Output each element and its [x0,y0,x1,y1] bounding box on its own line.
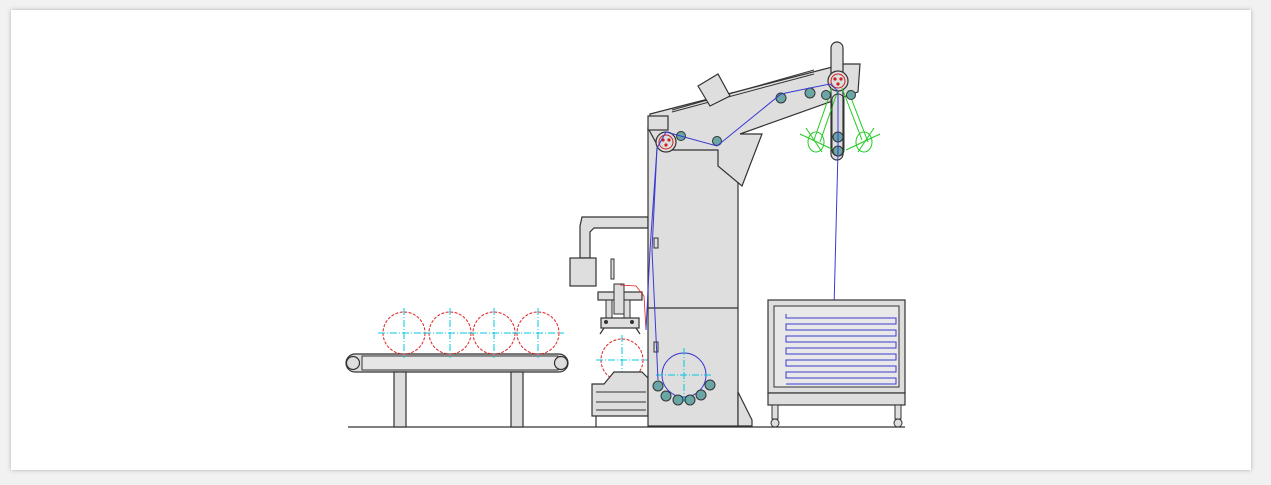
fabric-rolls [378,308,564,358]
conveyor-pulley-left [345,355,361,371]
main-column [647,127,739,427]
sensor-box [569,257,597,287]
boom-bracket [647,115,669,131]
conveyor-deck [361,355,559,371]
trolley-inner [773,305,900,388]
inclined-boom [647,63,861,187]
fabric-roll [378,308,430,358]
table-leg-left [393,371,407,428]
caster-wheel [893,418,903,428]
sensor-post [610,258,615,280]
caster-wheel [770,418,780,428]
base-foot [737,391,753,427]
motor-housing [697,73,731,107]
fabric-path-j-box [651,147,659,381]
gripper-cylinder [613,283,625,315]
j-box-rollers [652,379,716,406]
unwind-bracket [579,216,649,259]
gripper-post-right [623,299,631,319]
trolley-caster [771,404,779,420]
unwinding-unit [569,216,649,427]
drive-roller-dot [664,143,668,147]
output-trolley [767,299,906,428]
trolley-base [767,392,906,406]
boom-top-rail [671,73,815,113]
trolley-caster [894,404,902,420]
drive-roller-dot [836,82,840,86]
gripper-base [600,317,640,329]
side-handle [653,237,659,249]
main-frame [647,127,753,427]
fabric-roll [512,308,564,358]
drive-roller-dot [667,138,671,142]
gripper-pin [604,320,608,324]
gripper-post-left [605,299,613,319]
input-conveyor-table [345,353,569,428]
drive-roller-left-core [658,134,674,150]
gripper-pin [630,320,634,324]
unwind-cradle [591,371,649,417]
table-leg-right [510,371,524,428]
boom-top-rail [671,69,815,111]
drive-roller-top-core [830,73,846,89]
drive-roller-dot [833,77,837,81]
drive-roller-dot [839,77,843,81]
conveyor-pulley-right [553,355,569,371]
gripper-jaw [599,327,605,335]
feed-guide [619,284,647,331]
folded-fabric-stack [785,314,897,385]
gripper-jaw [635,327,641,335]
